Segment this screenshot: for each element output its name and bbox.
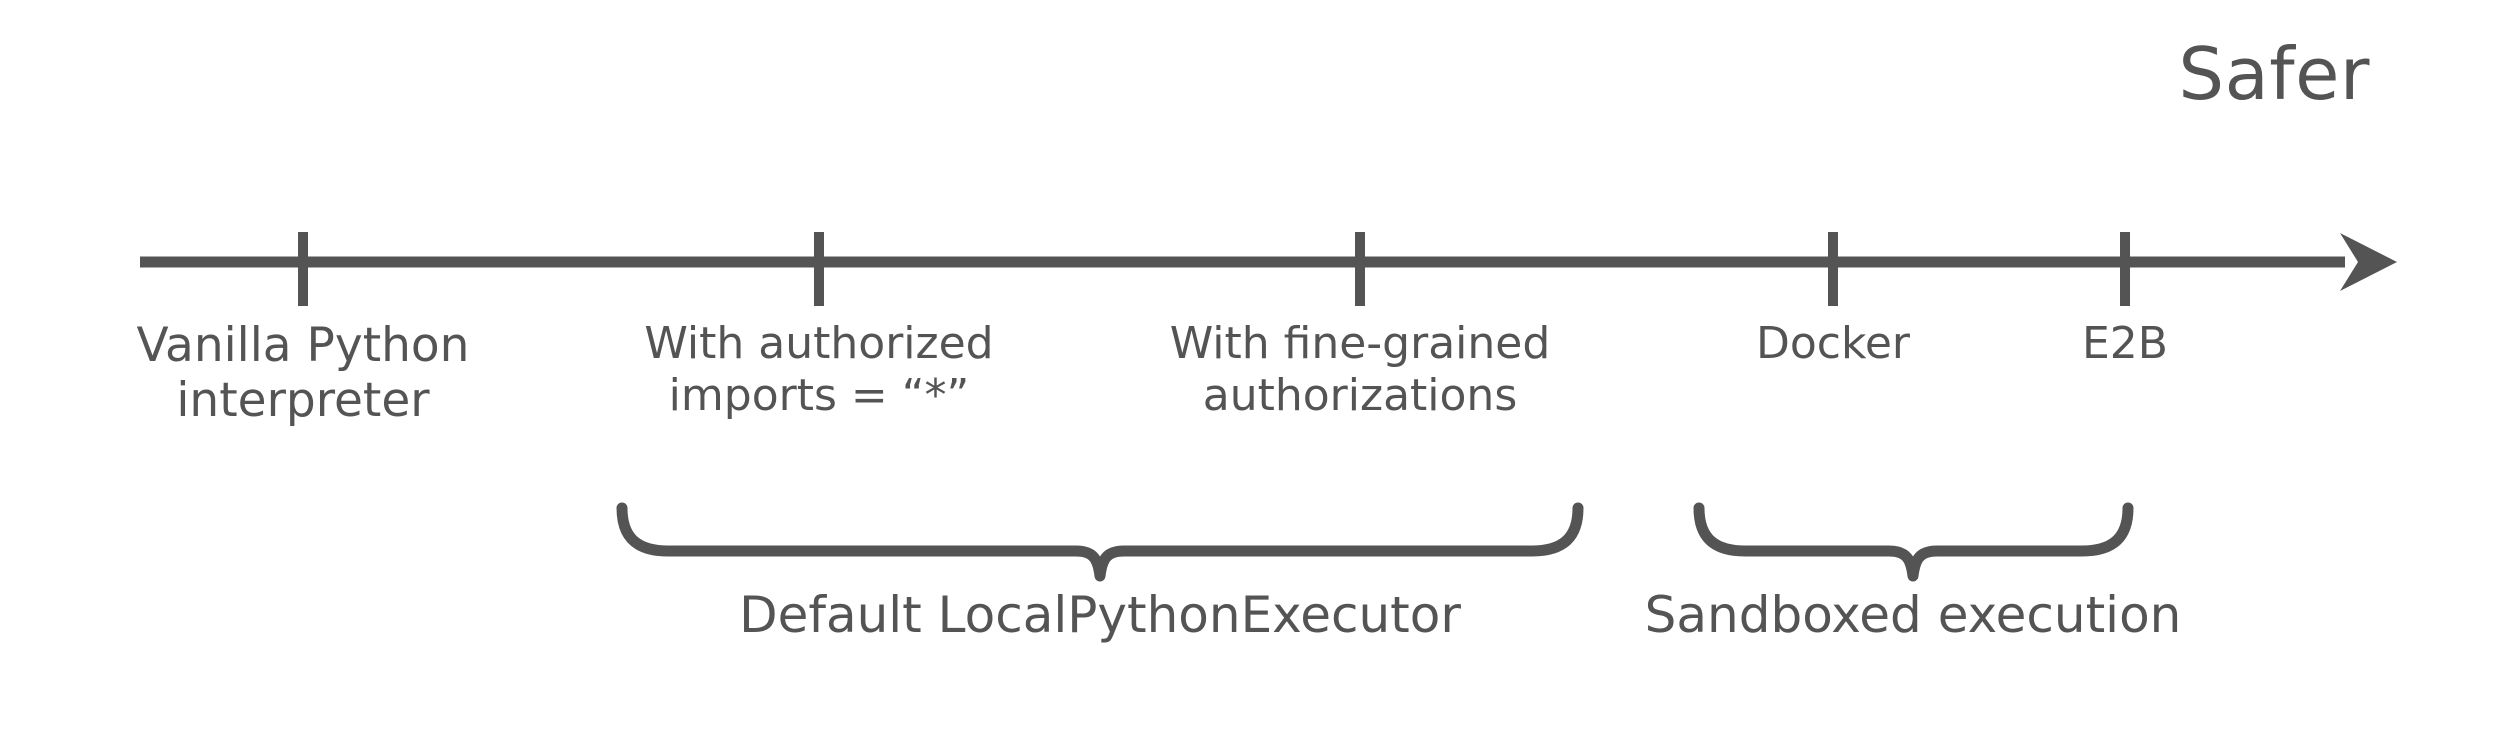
brace-default-local-python-executor: [616, 502, 1584, 582]
tick-label-vanilla-python: Vanilla Python interpreter: [136, 318, 470, 429]
tick-label-authorized-imports-star: With authorized imports = “*”: [644, 318, 994, 421]
tick-label-docker: Docker: [1755, 318, 1911, 369]
safer-axis-heading: Safer: [2178, 32, 2370, 116]
tick-label-e2b: E2B: [2082, 318, 2168, 369]
brace-sandboxed-execution: [1693, 502, 2134, 582]
axis-arrow-head-icon: [2340, 233, 2397, 291]
group-label-default-local-python-executor: Default LocalPythonExecutor: [739, 586, 1461, 644]
tick-label-fine-grained-authorizations: With fine-grained authorizations: [1169, 318, 1551, 421]
group-label-sandboxed-execution: Sandboxed execution: [1644, 586, 2182, 644]
